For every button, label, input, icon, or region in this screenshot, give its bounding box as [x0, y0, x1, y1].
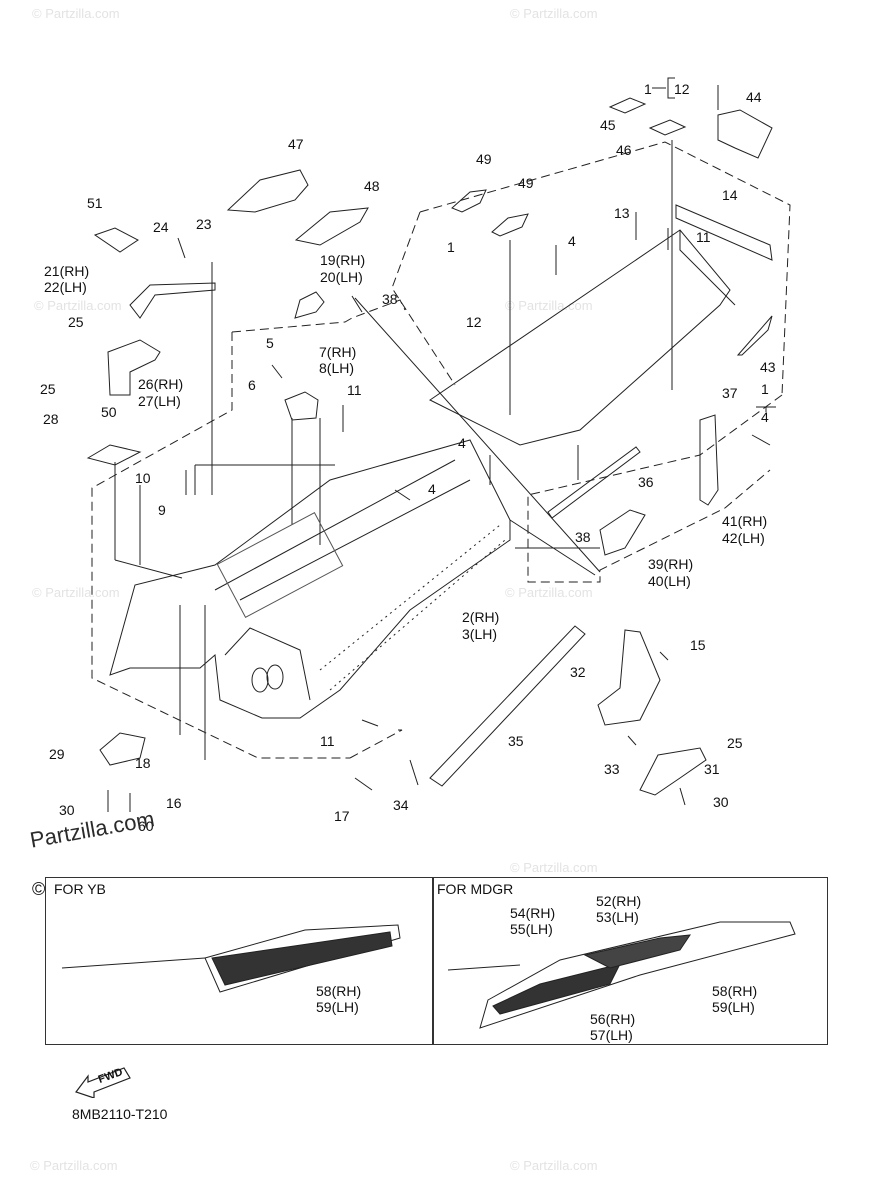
- mdgr-label-53: 53(LH): [596, 909, 639, 925]
- watermark: © Partzilla.com: [32, 6, 120, 21]
- callout-30-right: 30: [713, 794, 729, 810]
- callout-1-12-bracket: 1: [644, 81, 652, 97]
- callout-11-bottom: 11: [320, 733, 335, 749]
- callout-50: 50: [101, 404, 117, 420]
- watermark: © Partzilla.com: [32, 585, 120, 600]
- callout-31: 31: [704, 761, 720, 777]
- callout-12-panel: 12: [466, 314, 482, 330]
- mdgr-label-55: 55(LH): [510, 921, 553, 937]
- callout-7: 7(RH): [319, 344, 357, 360]
- callout-19: 19(RH): [320, 252, 366, 268]
- callout-12-top: 12: [674, 81, 690, 97]
- callout-4-top: 4: [568, 233, 576, 249]
- callout-11-top: 11: [696, 229, 711, 245]
- yb-label-58: 58(RH): [316, 983, 362, 999]
- fwd-arrow-icon: FWD: [74, 1062, 134, 1103]
- callout-2: 2(RH): [462, 609, 500, 625]
- callout-4-mid: 4: [458, 435, 466, 451]
- callout-23: 23: [196, 216, 212, 232]
- callout-15: 15: [690, 637, 706, 653]
- mdgr-label-58: 58(RH): [712, 983, 758, 999]
- watermark: © Partzilla.com: [505, 585, 593, 600]
- callout-41: 41(RH): [722, 513, 768, 529]
- watermark: © Partzilla.com: [505, 298, 593, 313]
- callout-9: 9: [158, 502, 166, 518]
- callout-16: 16: [166, 795, 182, 811]
- callout-49b: 49: [518, 175, 534, 191]
- callout-5: 5: [266, 335, 274, 351]
- copyright-mark: ©: [32, 879, 46, 899]
- callout-17: 17: [334, 808, 350, 824]
- callout-4-frame: 4: [428, 481, 436, 497]
- mdgr-label-54: 54(RH): [510, 905, 556, 921]
- callout-14: 14: [722, 187, 738, 203]
- callout-43: 43: [760, 359, 776, 375]
- diagram-code: 8MB2110-T210: [72, 1106, 168, 1122]
- callout-28: 28: [43, 411, 59, 427]
- inset-title-yb: FOR YB: [54, 881, 106, 897]
- callout-6: 6: [248, 377, 256, 393]
- callout-25-right: 25: [727, 735, 743, 751]
- callout-26: 26(RH): [138, 376, 184, 392]
- callout-4-right: 4: [761, 409, 769, 425]
- callout-13: 13: [614, 205, 630, 221]
- callout-47: 47: [288, 136, 304, 152]
- callout-40: 40(LH): [648, 573, 691, 589]
- callout-11-mid: 11: [347, 382, 362, 398]
- callout-30-left: 30: [59, 802, 75, 818]
- callout-3: 3(LH): [462, 626, 498, 642]
- callout-42: 42(LH): [722, 530, 765, 546]
- callout-25-mid: 25: [40, 381, 56, 397]
- callout-60: 60: [138, 818, 154, 834]
- callout-29: 29: [49, 746, 65, 762]
- inset-for-mdgr: [432, 877, 828, 1045]
- mdgr-label-52: 52(RH): [596, 893, 642, 909]
- mdgr-label-57: 57(LH): [590, 1027, 633, 1043]
- mdgr-label-56: 56(RH): [590, 1011, 636, 1027]
- callout-51: 51: [87, 195, 103, 211]
- callout-39: 39(RH): [648, 556, 694, 572]
- inset-for-yb: [45, 877, 434, 1045]
- callout-46: 46: [616, 142, 632, 158]
- callout-45: 45: [600, 117, 616, 133]
- callout-24: 24: [153, 219, 169, 235]
- callout-8: 8(LH): [319, 360, 355, 376]
- callout-36: 36: [638, 474, 654, 490]
- watermark: © Partzilla.com: [30, 1158, 118, 1173]
- callout-38-top: 38: [382, 291, 398, 307]
- callout-20: 20(LH): [320, 269, 363, 285]
- callout-22: 22(LH): [44, 279, 87, 295]
- watermark: © Partzilla.com: [510, 1158, 598, 1173]
- callout-32: 32: [570, 664, 586, 680]
- callout-10: 10: [135, 470, 151, 486]
- callout-44: 44: [746, 89, 762, 105]
- callout-1-frame: 1: [447, 239, 455, 255]
- callout-35: 35: [508, 733, 524, 749]
- callout-27: 27(LH): [138, 393, 181, 409]
- callout-18: 18: [135, 755, 151, 771]
- callout-38-right: 38: [575, 529, 591, 545]
- inset-title-mdgr: FOR MDGR: [437, 881, 514, 897]
- callout-49a: 49: [476, 151, 492, 167]
- callout-37: 37: [722, 385, 738, 401]
- watermark: © Partzilla.com: [34, 298, 122, 313]
- callout-1-right: 1: [761, 381, 769, 397]
- callout-25-left: 25: [68, 314, 84, 330]
- callout-34: 34: [393, 797, 409, 813]
- mdgr-label-59: 59(LH): [712, 999, 755, 1015]
- watermark: © Partzilla.com: [510, 6, 598, 21]
- callout-21: 21(RH): [44, 263, 90, 279]
- callout-33: 33: [604, 761, 620, 777]
- callout-48: 48: [364, 178, 380, 194]
- watermark: © Partzilla.com: [510, 860, 598, 875]
- yb-label-59: 59(LH): [316, 999, 359, 1015]
